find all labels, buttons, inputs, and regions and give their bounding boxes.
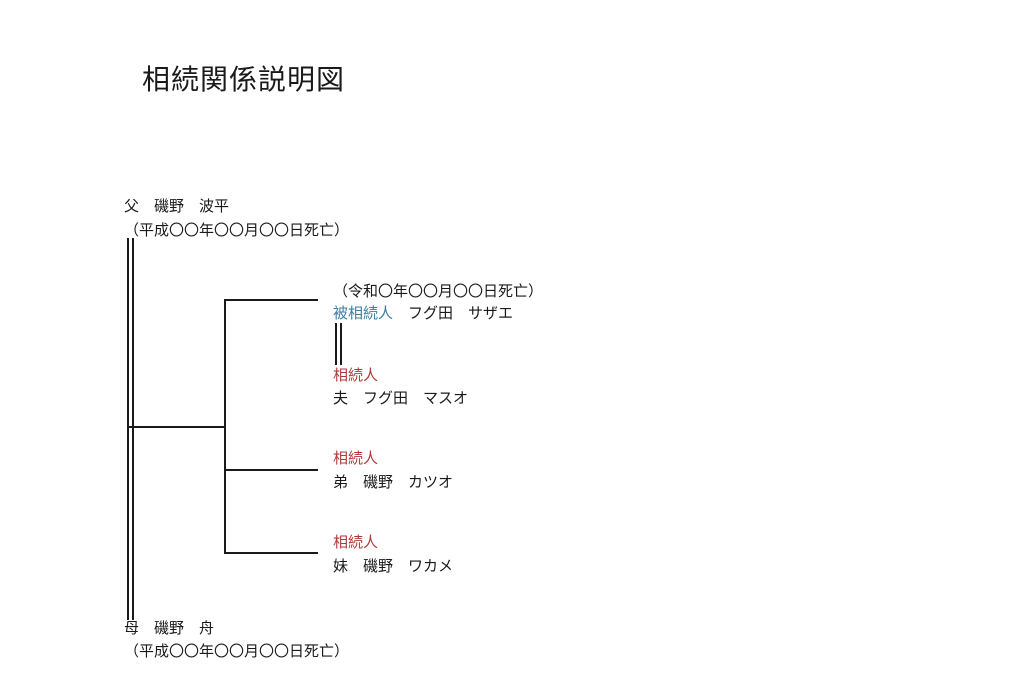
parents-marriage-line-right <box>132 238 134 620</box>
branch-to-sister <box>224 552 318 554</box>
decedent-death-date: （令和〇年〇〇月〇〇日死亡） <box>333 282 544 300</box>
spouse-name: 夫 フグ田 マスオ <box>333 389 469 407</box>
sister-role-label: 相続人 <box>333 533 379 551</box>
decedent-name: フグ田 サザエ <box>393 304 514 322</box>
children-vertical-bus <box>224 299 226 554</box>
mother-death-date: （平成〇〇年〇〇月〇〇日死亡） <box>124 642 350 660</box>
spouse-role-label: 相続人 <box>333 366 379 384</box>
decedent-row: 被相続人 フグ田 サザエ <box>333 303 513 323</box>
decedent-role-label: 被相続人 <box>333 304 394 322</box>
page-title: 相続関係説明図 <box>142 63 346 96</box>
branch-to-brother <box>224 469 318 471</box>
brother-name: 弟 磯野 カツオ <box>333 473 454 491</box>
spouse-marriage-line-right <box>340 323 342 365</box>
mother-name: 母 磯野 舟 <box>124 619 215 637</box>
brother-role-label: 相続人 <box>333 449 379 467</box>
father-death-date: （平成〇〇年〇〇月〇〇日死亡） <box>124 221 350 239</box>
parents-marriage-line-left <box>127 238 129 620</box>
branch-to-decedent <box>224 299 318 301</box>
sister-name: 妹 磯野 ワカメ <box>333 557 454 575</box>
children-branch-connector <box>129 426 225 428</box>
spouse-marriage-line-left <box>335 323 337 365</box>
father-name: 父 磯野 波平 <box>124 197 230 215</box>
